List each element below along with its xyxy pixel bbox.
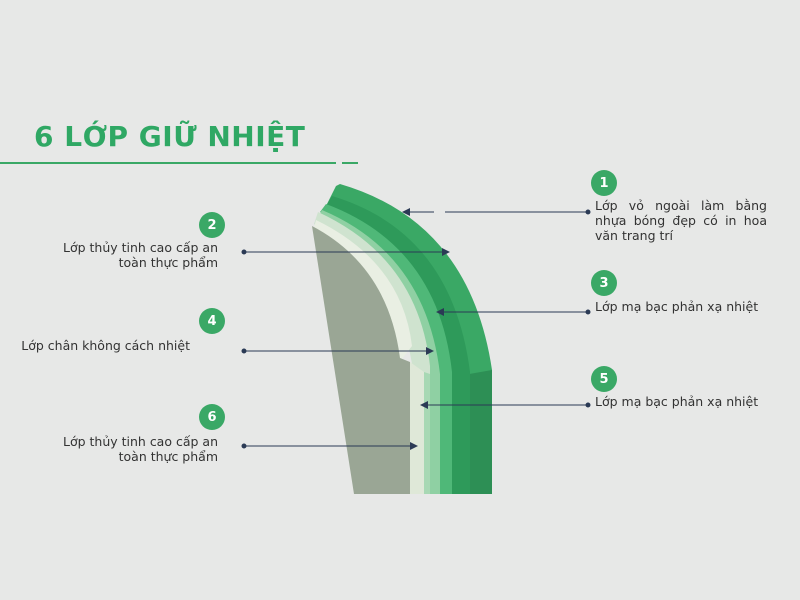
layer-3-label: Lớp mạ bạc phản xạ nhiệt [595,299,759,314]
layer-2-badge: 2 [199,212,225,238]
leader-dot-3 [585,309,591,315]
arrow-head-1 [402,208,410,216]
leader-dot-5 [585,402,591,408]
layer-6-badge: 6 [199,404,225,430]
leader-dot-1 [585,209,591,215]
layer-3-badge: 3 [591,270,617,296]
layer-6-label: Lớp thủy tinh cao cấp an toàn thực phẩm [62,434,218,464]
outer-shell-inner-band [326,196,470,494]
layer-4-badge: 4 [199,308,225,334]
title-underline-tick [342,162,358,164]
leader-dot-2 [241,249,247,255]
page-title: 6 LỚP GIỮ NHIỆT [34,120,306,153]
layer-4-label: Lớp chân không cách nhiệt [21,338,190,353]
arrow-head-2 [442,248,450,256]
inner-core-layer [312,226,410,494]
silver-plating-inner-strip [424,372,430,494]
layer-1-badge: 1 [591,170,617,196]
leader-dot-4 [241,348,247,354]
layer-5-badge: 5 [591,366,617,392]
vacuum-strip [410,362,424,494]
arrow-head-6 [410,442,418,450]
layer-2-label: Lớp thủy tinh cao cấp an toàn thực phẩm [62,240,218,270]
layer-5-label: Lớp mạ bạc phản xạ nhiệt [595,394,759,409]
title-underline [0,162,336,164]
arrow-head-4 [426,347,434,355]
layer-1-label: Lớp vỏ ngoài làm bằng nhựa bóng đẹp có i… [595,198,767,243]
arrow-head-3 [436,308,444,316]
arrow-head-5 [420,401,428,409]
glass-layer-inner [314,212,430,494]
glass-layer-outer [320,204,452,494]
leader-dot-6 [241,443,247,449]
